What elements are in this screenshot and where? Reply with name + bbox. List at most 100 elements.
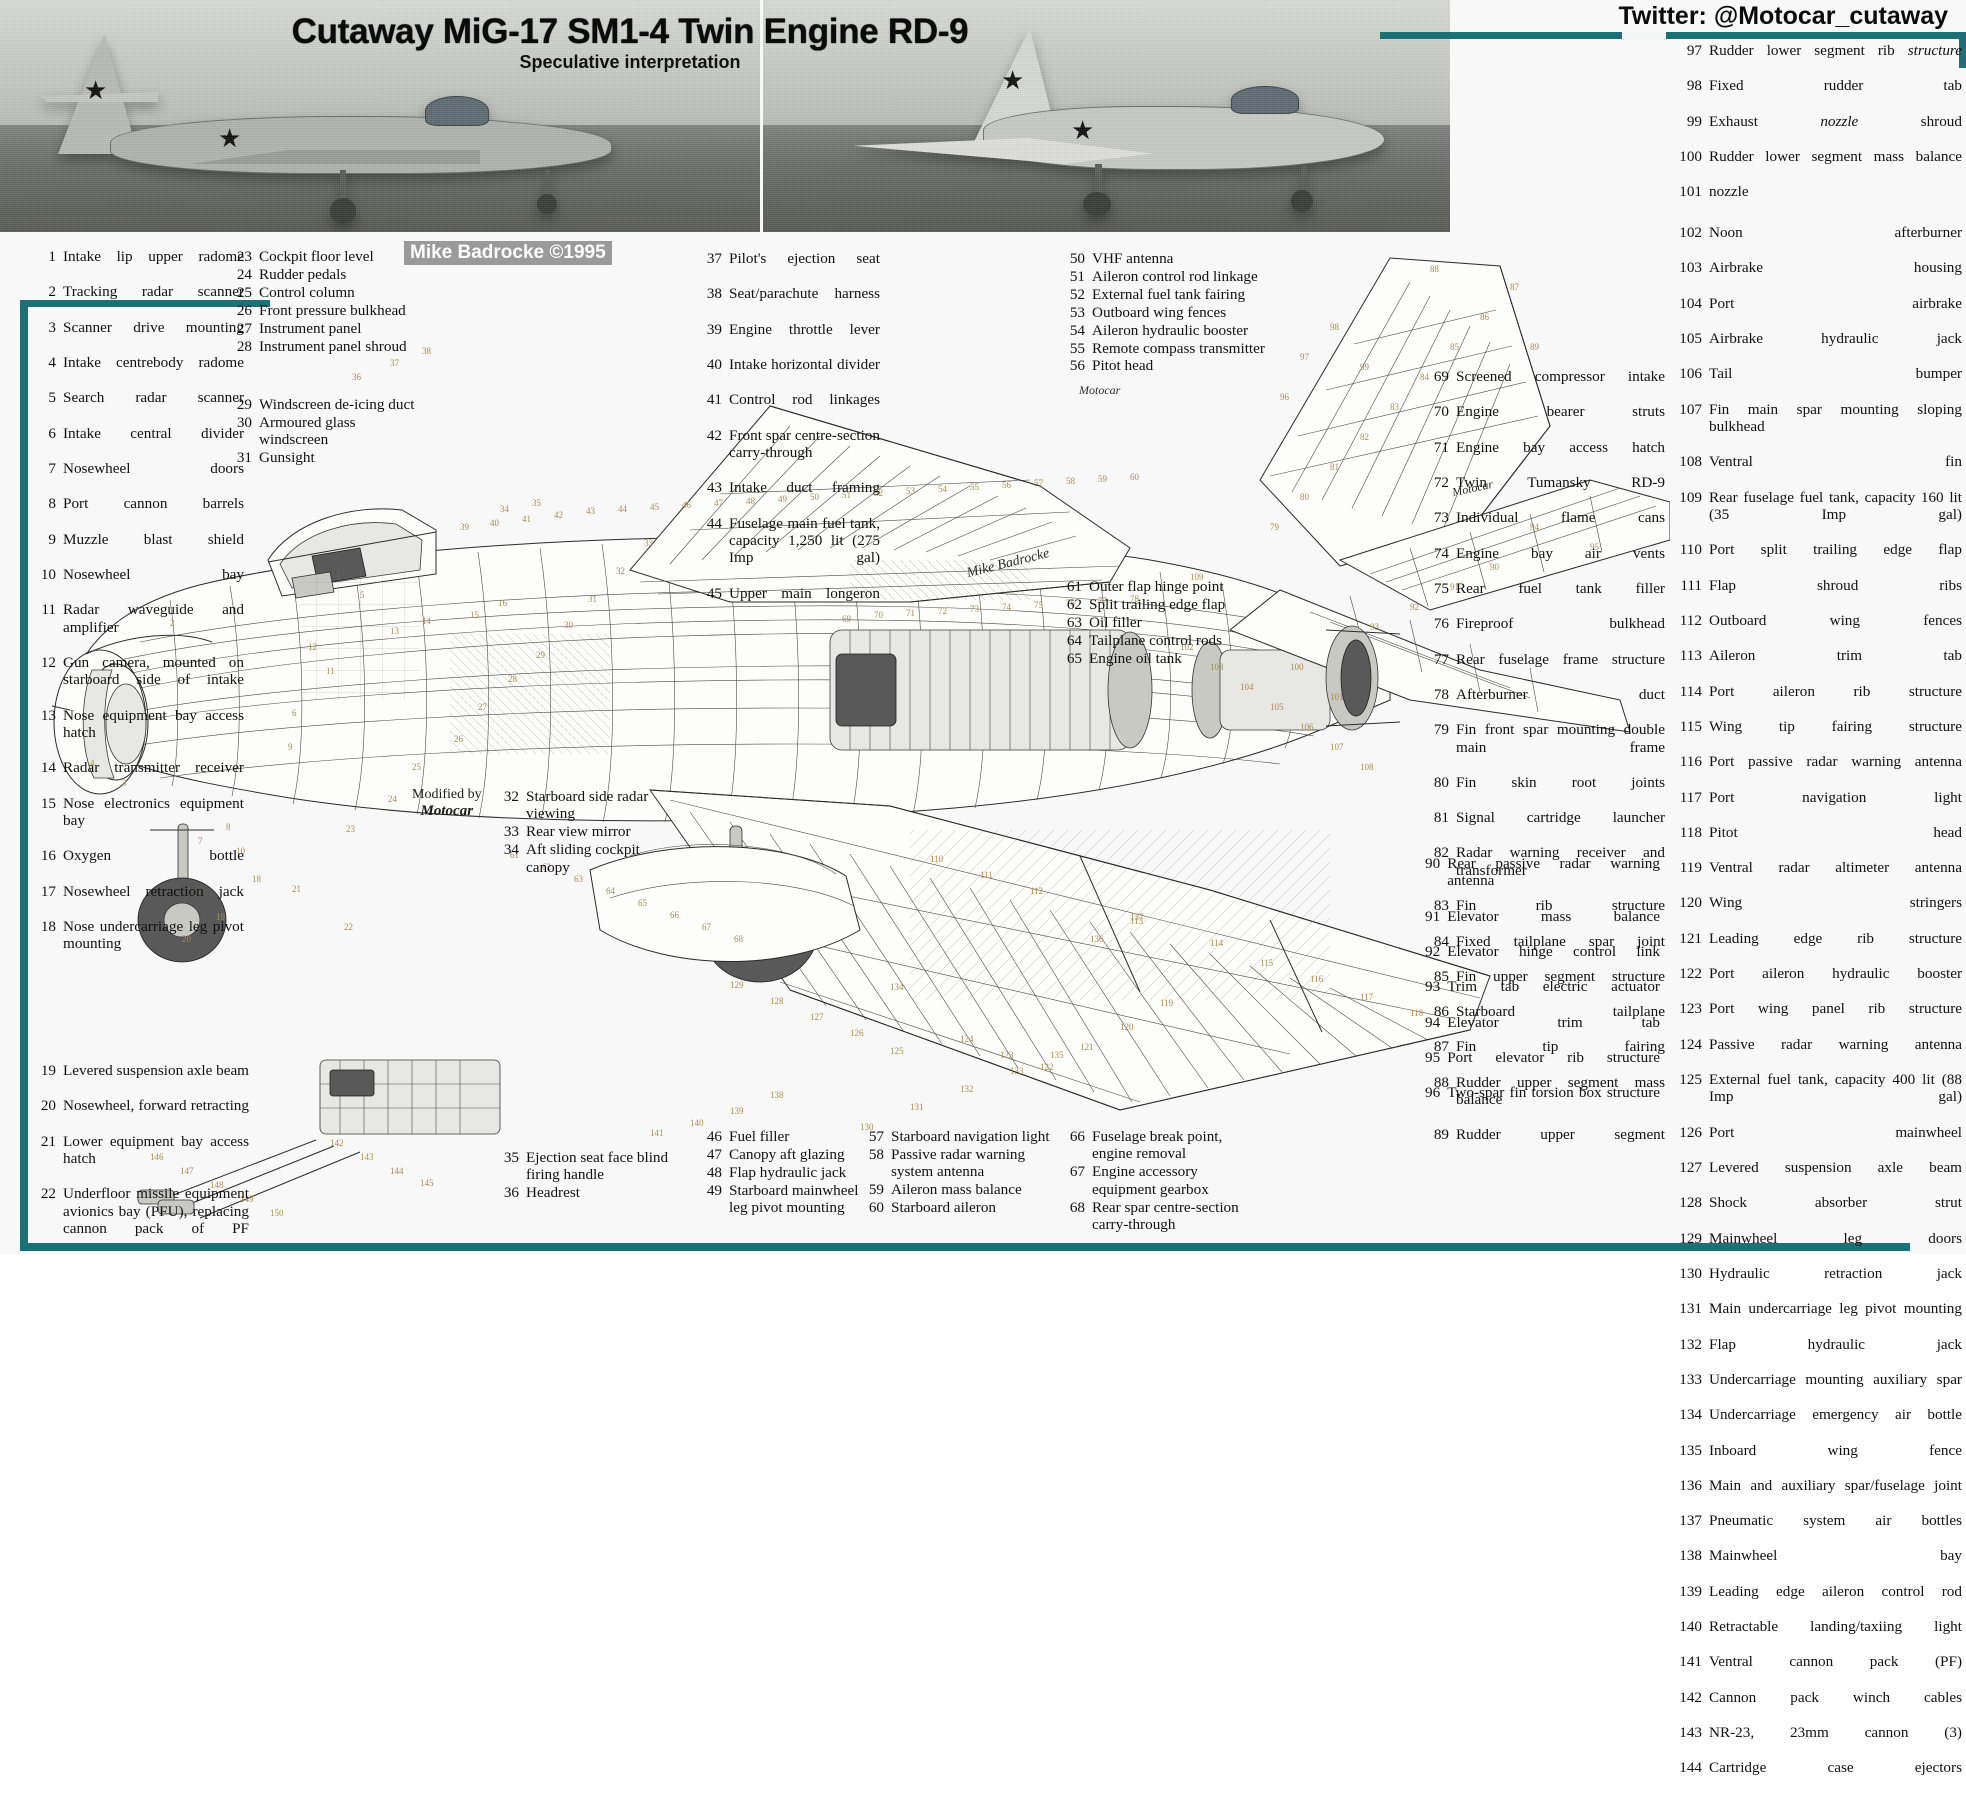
legend-item-label: Main and auxiliary spar/fuselage joint	[1709, 1476, 1962, 1494]
legend-item-label: Elevator mass balance	[1447, 907, 1660, 925]
svg-text:136: 136	[1090, 934, 1104, 944]
red-star-fin: ★	[84, 76, 108, 105]
svg-text:110: 110	[930, 854, 944, 864]
exhaust-group	[1325, 625, 1401, 731]
legend-item-label: Aileron trim tab	[1709, 647, 1962, 665]
legend-item-label: Oil filler	[1089, 613, 1142, 631]
svg-text:40: 40	[490, 518, 500, 528]
legend-item-label: Levered suspension axle beam	[1709, 1159, 1962, 1177]
svg-text:29: 29	[536, 650, 546, 660]
legend-item-number: 69	[1433, 368, 1449, 385]
svg-text:28: 28	[508, 674, 518, 684]
nose-gear-leg	[1301, 166, 1307, 198]
legend-item-number: 132	[1679, 1335, 1702, 1353]
legend-item-label: Scanner drive mounting	[63, 318, 244, 336]
svg-text:59: 59	[1098, 474, 1108, 484]
legend-item-label: Aileron mass balance	[891, 1181, 1022, 1199]
legend-item-number: 125	[1679, 1071, 1702, 1088]
legend-item-label: Control rod linkages	[729, 391, 880, 409]
legend-item-number: 110	[1679, 541, 1702, 559]
tail-group	[1229, 257, 1671, 733]
legend-item-label: Nosewheel retraction jack	[63, 882, 244, 900]
svg-text:7: 7	[198, 836, 203, 846]
svg-text:92: 92	[1410, 602, 1419, 612]
legend-item-number: 122	[1679, 965, 1702, 983]
legend-item-label: Search radar scanner	[63, 389, 244, 407]
legend-item-number: 142	[1679, 1688, 1702, 1706]
legend-item-number: 117	[1679, 788, 1702, 806]
divider-left-vertical	[20, 300, 28, 1250]
svg-text:95: 95	[1590, 542, 1600, 552]
legend-item-label: Radar waveguide and amplifier	[63, 601, 244, 636]
legend-item-number: 42	[706, 426, 722, 444]
legend-item-number: 46	[706, 1128, 722, 1145]
svg-text:141: 141	[650, 1128, 664, 1138]
legend-item-number: 79	[1433, 721, 1449, 739]
legend-item-number: 35	[503, 1149, 519, 1166]
svg-text:140: 140	[690, 1118, 704, 1128]
legend-item-label: Two-spar fin torsion box structure	[1447, 1084, 1660, 1102]
svg-text:33: 33	[644, 538, 654, 548]
svg-text:45: 45	[650, 502, 660, 512]
legend-item-number: 20	[40, 1097, 56, 1115]
svg-text:146: 146	[150, 1152, 164, 1162]
svg-text:80: 80	[1300, 492, 1310, 502]
legend-item-number: 93	[1425, 978, 1441, 996]
svg-text:119: 119	[1160, 998, 1174, 1008]
svg-text:57: 57	[1034, 478, 1044, 488]
legend-item-label: Port mainwheel	[1709, 1123, 1962, 1141]
legend-item-label: Elevator hinge control link	[1447, 943, 1660, 961]
legend-item-number: 144	[1679, 1759, 1702, 1777]
svg-text:19: 19	[216, 912, 226, 922]
legend-item-label: External fuel tank, capacity 400 lit (88…	[1709, 1071, 1962, 1106]
svg-text:24: 24	[388, 794, 398, 804]
legend-item-label: Upper main longeron	[729, 584, 880, 602]
legend-item-label: Radar transmitter receiver	[63, 759, 244, 777]
legend-item-number: 71	[1433, 438, 1449, 456]
legend-item-label: Port passive radar warning antenna	[1709, 753, 1962, 771]
svg-text:6: 6	[292, 708, 297, 718]
legend-item-number: 54	[1069, 321, 1085, 339]
svg-text:35: 35	[532, 498, 542, 508]
svg-text:82: 82	[1360, 432, 1369, 442]
svg-text:133: 133	[1010, 1066, 1024, 1076]
svg-text:125: 125	[890, 1046, 904, 1056]
modified-by-line2: Motocar	[420, 803, 474, 819]
legend-item-number: 123	[1679, 1000, 1702, 1018]
legend-item-label: Fin front spar mounting double main fram…	[1456, 721, 1665, 756]
legend-item-number: 130	[1679, 1264, 1702, 1282]
legend-item-number: 135	[1679, 1441, 1702, 1459]
svg-text:1: 1	[68, 674, 73, 684]
